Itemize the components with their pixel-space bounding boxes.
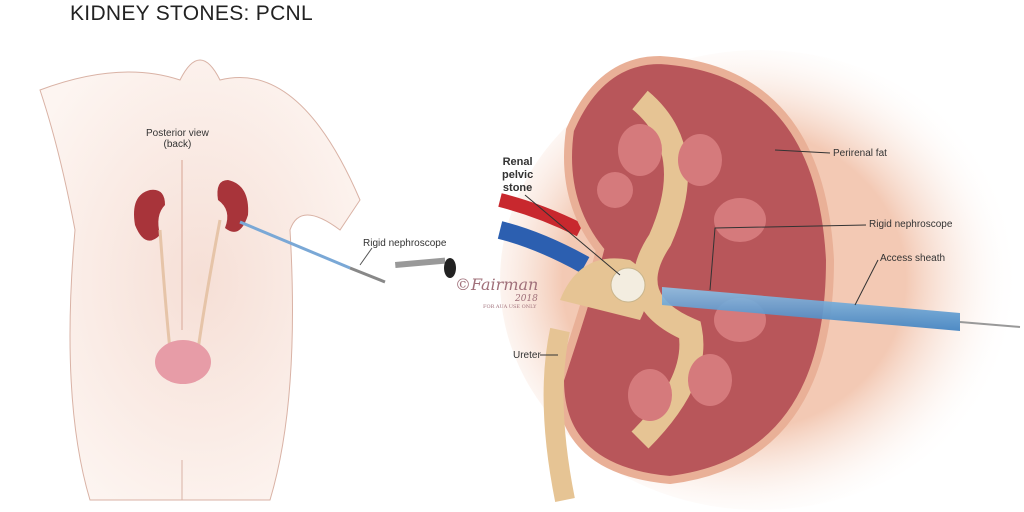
kidneys-small (134, 180, 249, 384)
page-title: KIDNEY STONES: PCNL (70, 2, 313, 25)
posterior-body (39, 59, 361, 501)
access-sheath-label: Access sheath (880, 253, 946, 264)
stone-label-line3: stone (502, 182, 533, 194)
perirenal-fat-label: Perirenal fat (833, 148, 887, 159)
signature-note: FOR AUA USE ONLY (483, 304, 537, 310)
ureter (543, 327, 575, 502)
posterior-view-label: Posterior view (back) (146, 128, 209, 150)
access-sheath (662, 287, 1021, 331)
rigid-nephroscope-label-left: Rigid nephroscope (363, 238, 447, 249)
view-label-line2: (back) (163, 139, 192, 150)
signature-name: ©Fairman (455, 275, 539, 294)
renal-artery (498, 193, 584, 237)
bladder (155, 340, 211, 384)
artist-signature: ©Fairman 2018 FOR AUA USE ONLY (455, 276, 538, 311)
signature-year: 2018 (515, 294, 538, 304)
view-label-line1: Posterior view (146, 128, 209, 139)
renal-vein (497, 221, 590, 273)
ureter-label: Ureter (513, 350, 541, 361)
rigid-nephroscope-label-right: Rigid nephroscope (869, 219, 953, 230)
stone-label-line1: Renal (502, 156, 533, 168)
stone-label-line2: pelvic (502, 169, 534, 181)
leader-lines (524, 149, 879, 356)
renal-pelvic-stone (610, 267, 646, 303)
renal-pelvic-stone-label: Renal pelvic stone (502, 156, 533, 195)
kidney-cross-section (497, 50, 1020, 510)
nephroscope-small (239, 220, 456, 284)
